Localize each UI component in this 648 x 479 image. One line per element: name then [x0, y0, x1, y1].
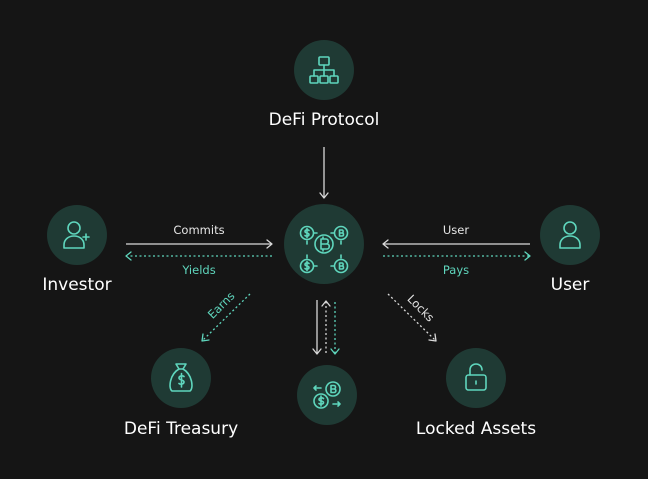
arrow-locks: Locks [387, 292, 437, 342]
user-icon [559, 221, 581, 249]
coin-swap-icon [313, 381, 341, 409]
money-bag-icon [169, 363, 193, 392]
locks-label: Locks [404, 292, 437, 325]
user-add-icon [63, 221, 90, 249]
node-hub [284, 204, 364, 284]
hierarchy-icon [309, 56, 339, 84]
user-label: User [551, 275, 590, 295]
node-swap [297, 365, 357, 425]
node-defi-treasury: DeFi Treasury [124, 348, 238, 439]
arrow-user-to-hub: User [382, 223, 530, 249]
node-user: User [540, 205, 600, 295]
user-edge-label: User [443, 223, 469, 237]
investor-circle [47, 205, 107, 265]
crypto-exchange-hub-icon [299, 225, 349, 274]
protocol-label: DeFi Protocol [269, 110, 380, 130]
user-circle [540, 205, 600, 265]
node-defi-protocol: DeFi Protocol [269, 40, 380, 130]
node-investor: Investor [42, 205, 112, 295]
swap-circle [297, 365, 357, 425]
padlock-icon [465, 363, 487, 391]
yields-label: Yields [181, 263, 215, 277]
arrow-commits: Commits [126, 223, 273, 249]
arrow-protocol-to-hub [319, 147, 329, 199]
arrow-pays: Pays [383, 251, 531, 277]
arrow-earns: Earns [201, 289, 251, 342]
pays-label: Pays [443, 263, 469, 277]
locked-label: Locked Assets [416, 419, 536, 439]
arrows-hub-swap [312, 300, 340, 355]
earns-label: Earns [205, 289, 238, 322]
node-locked-assets: Locked Assets [416, 348, 536, 439]
treasury-label: DeFi Treasury [124, 419, 238, 439]
investor-label: Investor [42, 275, 111, 295]
arrow-yields: Yields [125, 251, 272, 277]
locked-circle [446, 348, 506, 408]
commits-label: Commits [173, 223, 224, 237]
